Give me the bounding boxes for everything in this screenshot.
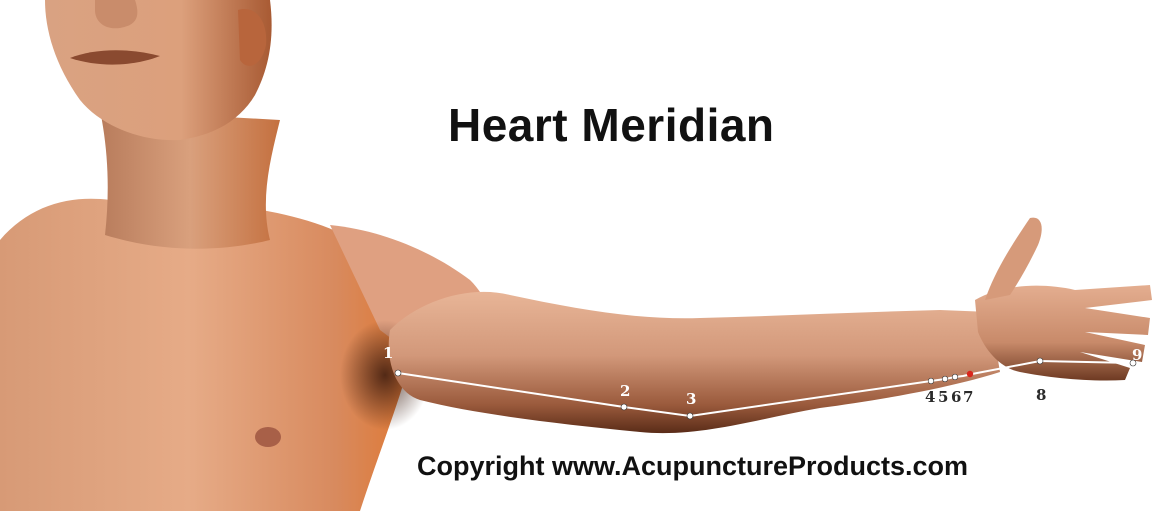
point-2[interactable] (621, 404, 627, 410)
point-label-2: 2 (620, 382, 630, 400)
point-label-5: 5 (938, 388, 948, 406)
point-label-8: 8 (1036, 386, 1046, 404)
point-7[interactable] (967, 371, 973, 377)
point-label-7: 7 (963, 388, 973, 406)
arm (389, 292, 1000, 433)
point-label-3: 3 (686, 390, 696, 408)
point-4[interactable] (928, 378, 934, 384)
point-6[interactable] (952, 374, 958, 380)
point-label-1: 1 (383, 344, 393, 362)
nipple (255, 427, 281, 447)
point-label-9: 9 (1132, 346, 1142, 364)
point-8[interactable] (1037, 358, 1043, 364)
point-3[interactable] (687, 413, 693, 419)
point-label-4: 4 (925, 388, 935, 406)
point-label-6: 6 (951, 388, 961, 406)
hand (975, 285, 1152, 381)
page-title: Heart Meridian (448, 98, 775, 152)
point-5[interactable] (942, 376, 948, 382)
copyright-notice: Copyright www.AcupunctureProducts.com (417, 451, 968, 482)
point-1[interactable] (395, 370, 401, 376)
